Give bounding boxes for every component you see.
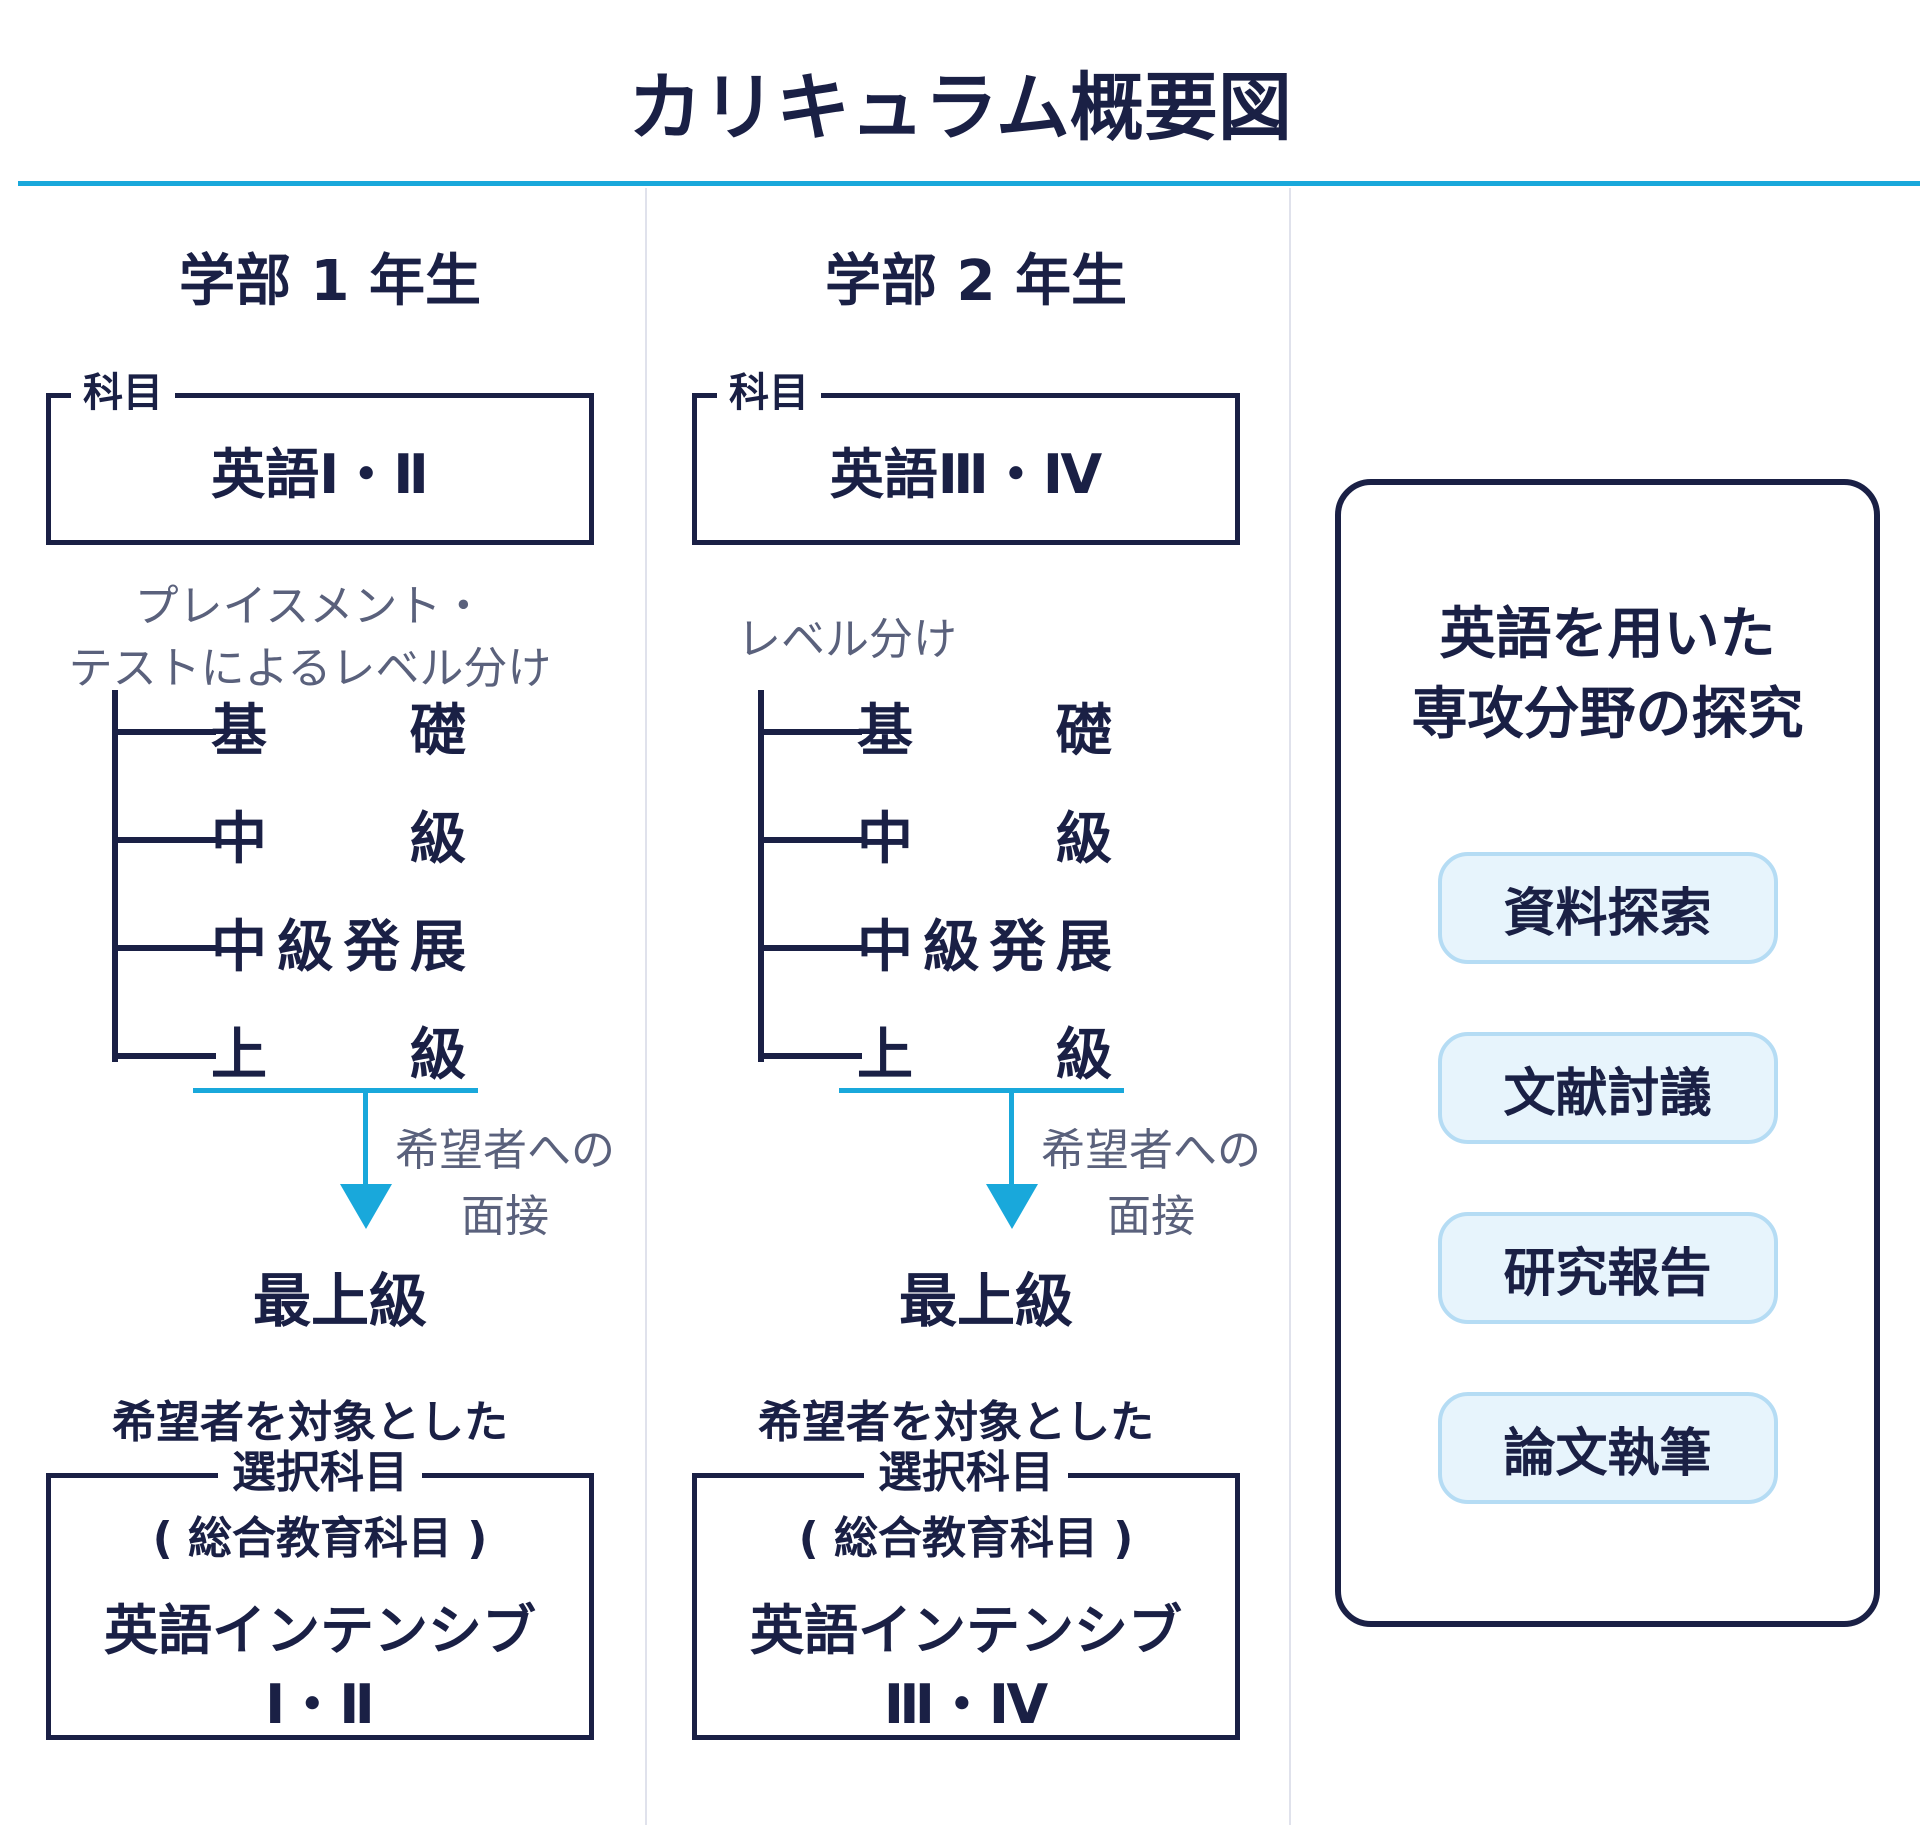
panel-heading-line-2: 専攻分野の探究 — [1411, 682, 1804, 747]
panel-heading-line-1: 英語を用いた — [1439, 602, 1776, 667]
placement-note: レベル分け — [737, 609, 1277, 671]
placement-note-line-2: テストによるレベル分け — [68, 643, 552, 694]
interview-note: 希望者への 面接 — [360, 1118, 650, 1250]
elective-category: ( 総合教育科目 ) — [152, 1513, 488, 1564]
down-arrow-stem — [1009, 1090, 1014, 1186]
elective-category: ( 総合教育科目 ) — [798, 1513, 1134, 1564]
grade-2-header: 学部 2 年生 — [825, 249, 1127, 314]
elective-legend: 選択科目 — [864, 1449, 1068, 1497]
page-title: カリキュラム概要図 — [628, 65, 1292, 151]
subject-box-grade-1: 科目 英語Ⅰ・Ⅱ — [46, 372, 594, 545]
elective-course-line-2: Ⅲ・Ⅳ — [883, 1673, 1049, 1736]
chip-material-search: 資料探索 — [1437, 852, 1778, 964]
subject-box-grade-2: 科目 英語Ⅲ・Ⅳ — [692, 372, 1240, 545]
interview-note: 希望者への 面接 — [1006, 1118, 1296, 1250]
level-tree-branch — [758, 1053, 862, 1059]
subject-legend: 科目 — [71, 372, 175, 414]
down-arrow-icon — [986, 1184, 1038, 1229]
elective-course: 英語インテンシブ Ⅰ・Ⅱ — [51, 1594, 589, 1742]
course-name: 英語Ⅰ・Ⅱ — [211, 442, 429, 506]
promotion-baseline — [193, 1088, 478, 1093]
down-arrow-icon — [340, 1184, 392, 1229]
level-tree-branch — [758, 729, 862, 735]
major-exploration-panel: 英語を用いた 専攻分野の探究 資料探索 文献討議 研究報告 論文執筆 — [1335, 479, 1880, 1627]
column-divider-2 — [1289, 188, 1291, 1825]
placement-note-line-1: レベル分け — [737, 614, 957, 665]
top-level-label: 最上級 — [898, 1267, 1073, 1335]
interview-note-line-1: 希望者への — [1041, 1125, 1261, 1176]
column-grade-1: 学部 1 年生 科目 英語Ⅰ・Ⅱ プレイスメント・ テストによるレベル分け 基礎… — [30, 0, 646, 1825]
level-tree-branch — [112, 837, 216, 843]
interview-note-line-1: 希望者への — [395, 1125, 615, 1176]
level-tree-branch — [758, 837, 862, 843]
level-tree-branch — [112, 1053, 216, 1059]
column-grade-2: 学部 2 年生 科目 英語Ⅲ・Ⅳ レベル分け 基礎 中級 中級発展 上級 希望者… — [676, 0, 1290, 1825]
chip-research-report: 研究報告 — [1437, 1212, 1778, 1324]
promotion-baseline — [839, 1088, 1124, 1093]
level-tree-trunk — [758, 690, 764, 1062]
level-label-advanced: 上級 — [211, 1023, 466, 1088]
title-underline — [18, 181, 1920, 186]
level-tree-branch — [112, 945, 216, 951]
grade-1-header: 学部 1 年生 — [179, 249, 481, 314]
level-label-basic: 基礎 — [857, 699, 1112, 764]
level-label-upper-intermediate: 中級発展 — [211, 915, 466, 980]
level-tree-branch — [758, 945, 862, 951]
elective-course: 英語インテンシブ Ⅲ・Ⅳ — [697, 1594, 1235, 1742]
course-name: 英語Ⅲ・Ⅳ — [829, 442, 1103, 506]
elective-legend: 選択科目 — [218, 1449, 422, 1497]
level-label-intermediate: 中級 — [857, 807, 1112, 872]
chip-thesis-writing: 論文執筆 — [1437, 1392, 1778, 1504]
level-label-advanced: 上級 — [857, 1023, 1112, 1088]
level-label-intermediate: 中級 — [211, 807, 466, 872]
elective-course-line-1: 英語インテンシブ — [750, 1599, 1182, 1662]
subject-legend: 科目 — [717, 372, 821, 414]
level-label-basic: 基礎 — [211, 699, 466, 764]
placement-note: プレイスメント・ テストによるレベル分け — [40, 576, 580, 700]
level-label-upper-intermediate: 中級発展 — [857, 915, 1112, 980]
panel-heading: 英語を用いた 専攻分野の探究 — [1341, 595, 1874, 755]
elective-course-line-2: Ⅰ・Ⅱ — [265, 1673, 375, 1736]
placement-note-line-1: プレイスメント・ — [134, 581, 486, 632]
chip-literature-discussion: 文献討議 — [1437, 1032, 1778, 1144]
top-level-label: 最上級 — [252, 1267, 427, 1335]
elective-course-line-1: 英語インテンシブ — [104, 1599, 536, 1662]
column-divider-1 — [645, 188, 647, 1825]
down-arrow-stem — [363, 1090, 368, 1186]
interview-note-line-2: 面接 — [461, 1191, 549, 1242]
interview-note-line-2: 面接 — [1107, 1191, 1195, 1242]
level-tree-branch — [112, 729, 216, 735]
level-tree-trunk — [112, 690, 118, 1062]
elective-intro: 希望者を対象とした — [112, 1397, 508, 1448]
elective-intro: 希望者を対象とした — [758, 1397, 1154, 1448]
elective-box-grade-1: 選択科目 ( 総合教育科目 ) 英語インテンシブ Ⅰ・Ⅱ — [46, 1449, 594, 1742]
elective-box-grade-2: 選択科目 ( 総合教育科目 ) 英語インテンシブ Ⅲ・Ⅳ — [692, 1449, 1240, 1742]
